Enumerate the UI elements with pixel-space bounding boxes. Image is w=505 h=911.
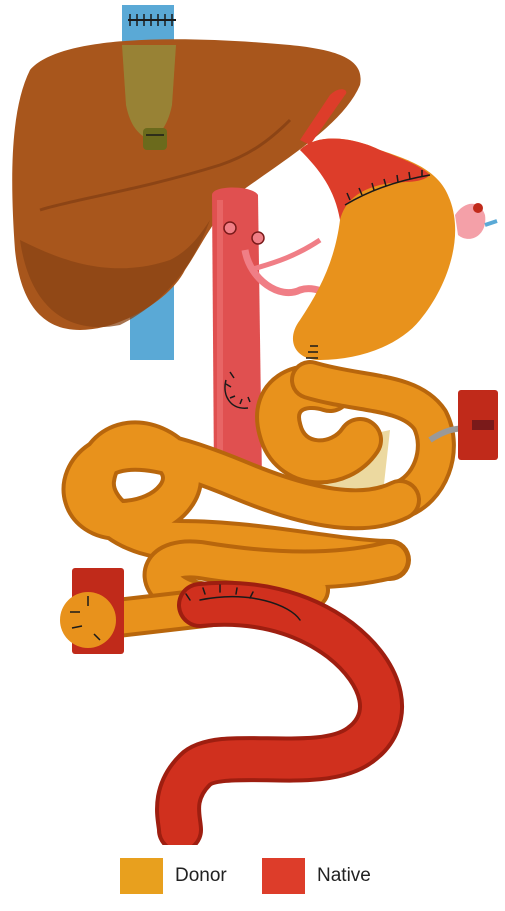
ileostomy	[60, 568, 124, 654]
legend-swatch-native	[262, 858, 305, 894]
multivisceral-transplant-illustration	[0, 0, 505, 845]
legend-item-native: Native	[262, 858, 371, 894]
legend-label-donor: Donor	[175, 865, 227, 887]
legend-swatch-donor	[120, 858, 163, 894]
legend: Donor Native	[0, 848, 505, 898]
native-colon	[178, 585, 381, 830]
legend-label-native: Native	[317, 865, 371, 887]
legend-item-donor: Donor	[120, 858, 227, 894]
